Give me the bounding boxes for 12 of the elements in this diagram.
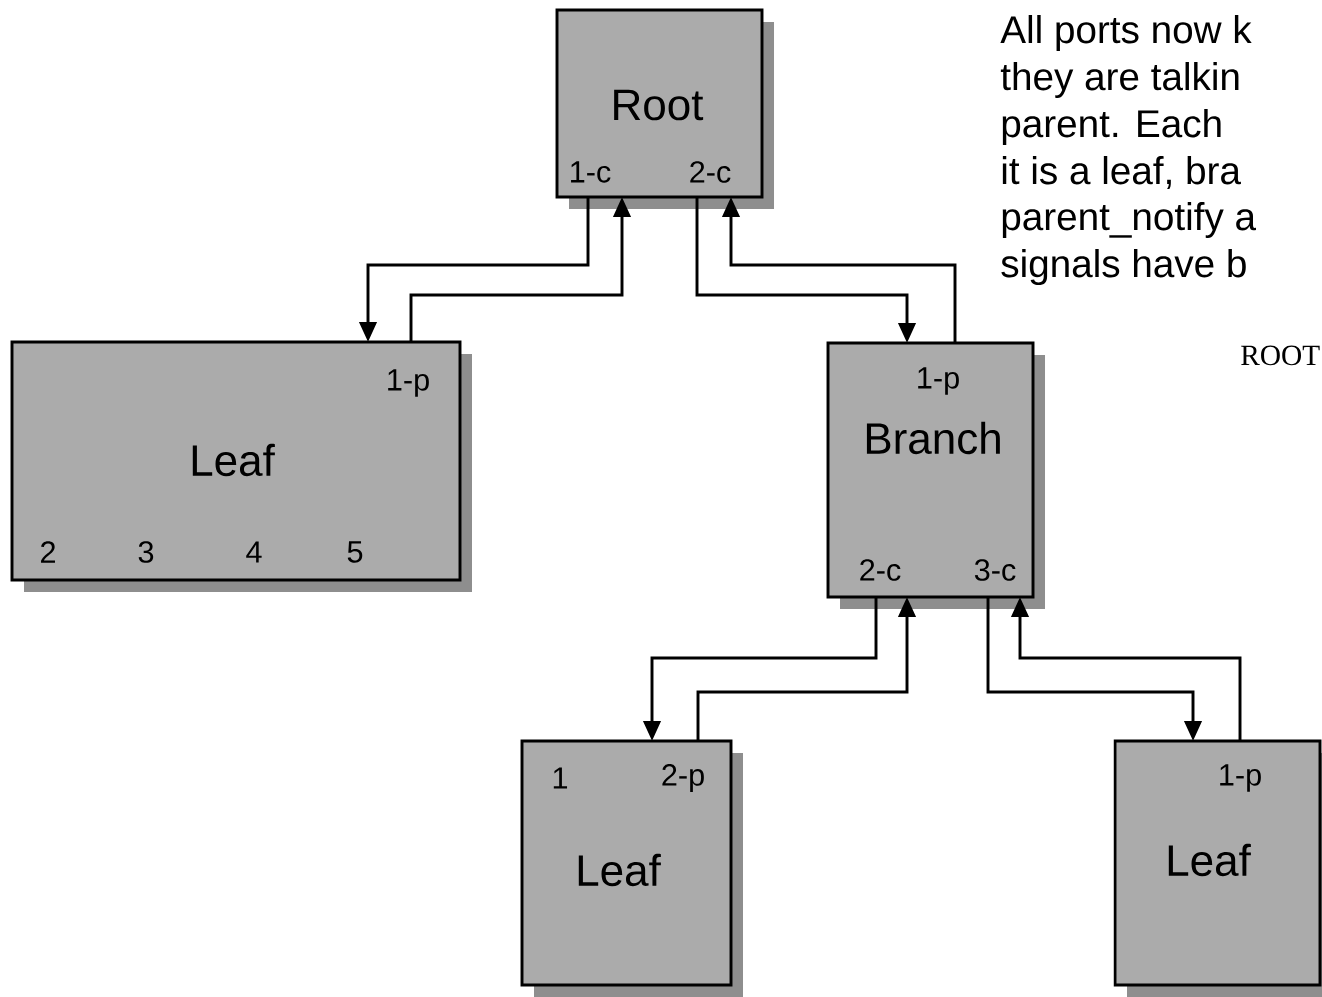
block-box: 1-p Leaf 2 3 4 5 bbox=[10, 340, 472, 592]
block-box: 1-p Leaf bbox=[1113, 739, 1322, 997]
block-box: 1-p Branch 2-c 3-c bbox=[826, 341, 1045, 609]
block-box: Root 1-c 2-c bbox=[555, 8, 774, 209]
handwritten-note: ROOT bbox=[1241, 345, 1320, 366]
note-text: parent_notify a bbox=[1002, 202, 1256, 239]
block-box: 1 2-p Leaf bbox=[520, 739, 743, 997]
note-text: signals have b bbox=[1001, 249, 1246, 286]
note-text: they are talkin bbox=[1000, 62, 1239, 99]
note-text: parent. Each bbox=[1002, 109, 1221, 146]
note-text: All ports now k bbox=[1000, 15, 1252, 52]
note-text: it is a leaf, bra bbox=[1002, 156, 1241, 189]
